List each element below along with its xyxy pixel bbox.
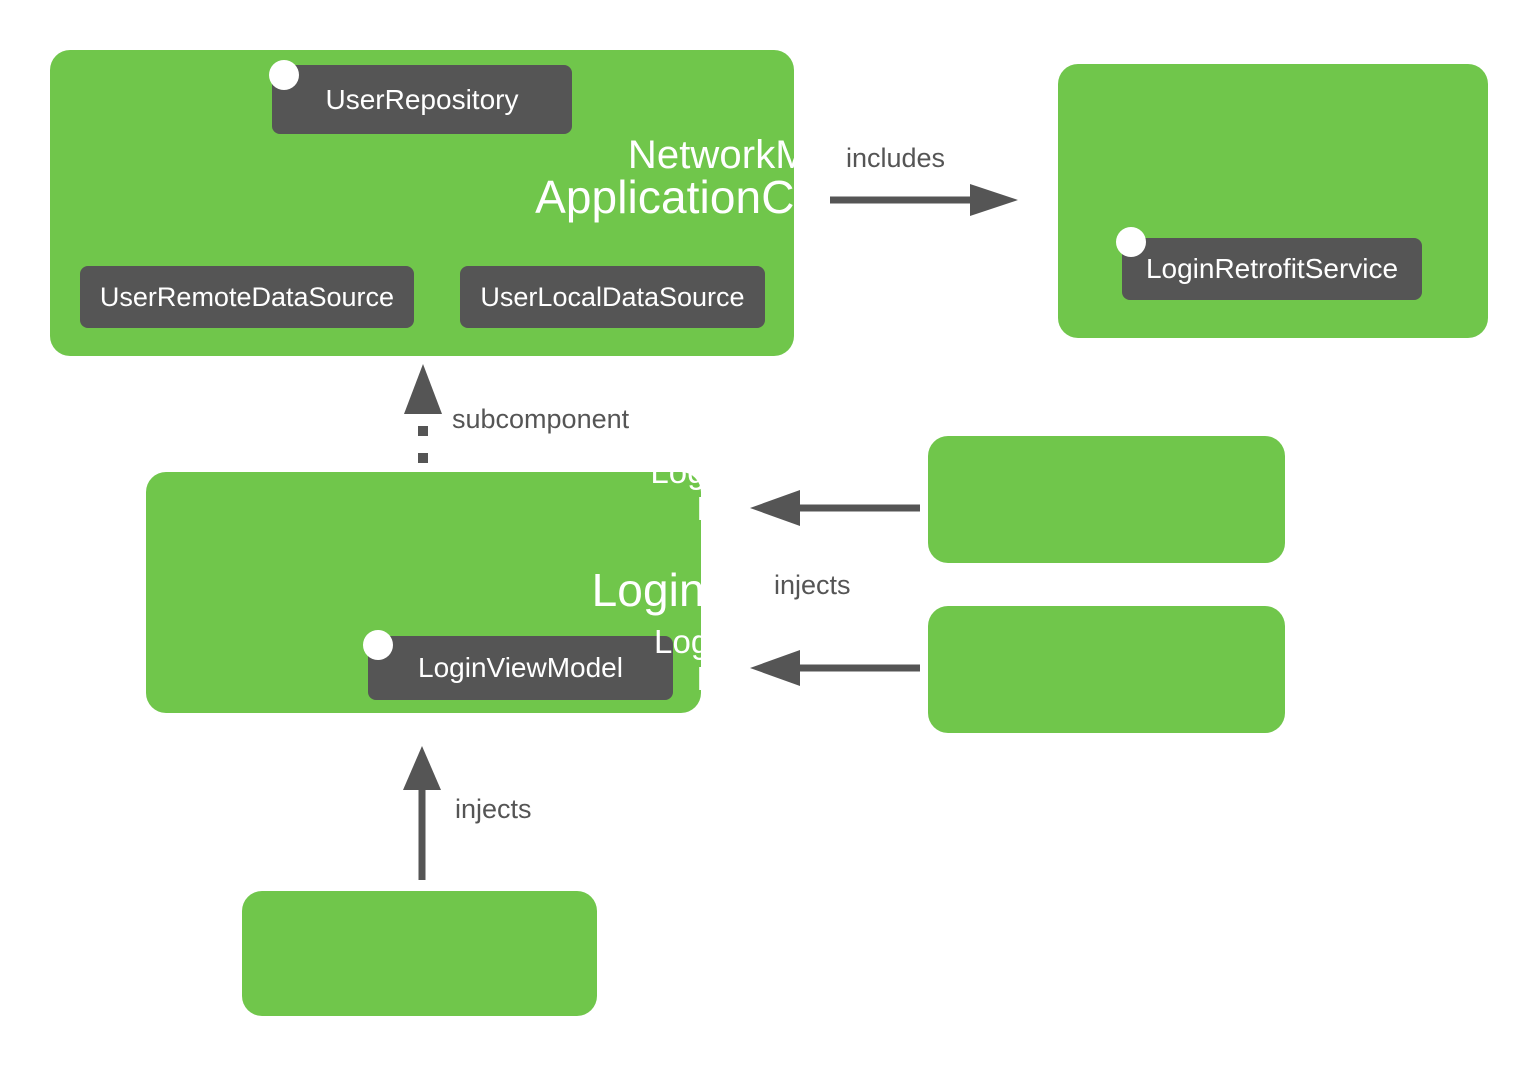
node-login-username-fragment[interactable] — [928, 436, 1285, 563]
dependency-chip-login-retrofit-service[interactable]: LoginRetrofitService — [1122, 238, 1422, 300]
edge-label-injects-fragments: injects — [774, 570, 851, 600]
dependency-chip-user-local-data-source[interactable]: UserLocalDataSource — [460, 266, 765, 328]
socket-dot-icon — [1116, 227, 1146, 257]
network-module-label: NetworkModule — [627, 133, 908, 177]
login-password-fragment-label: LoginPassword Fragment — [654, 623, 881, 697]
login-component-label: LoginComponent — [591, 564, 944, 616]
node-login-password-fragment[interactable] — [928, 606, 1285, 733]
socket-dot-icon — [269, 60, 299, 90]
edge-arrow-injects-password — [750, 650, 920, 686]
edge-label-injects-activity: injects — [455, 794, 532, 824]
edge-arrow-injects-username — [750, 490, 920, 526]
dependency-chip-user-remote-data-source[interactable]: UserRemoteDataSource — [80, 266, 414, 328]
edge-label-includes: includes — [846, 143, 946, 173]
socket-dot-icon — [363, 630, 393, 660]
edge-label-subcomponent: subcomponent — [452, 404, 630, 434]
node-login-activity[interactable] — [242, 891, 597, 1016]
dependency-chip-login-view-model[interactable]: LoginViewModel — [368, 636, 673, 700]
edge-arrow-injects-activity — [403, 746, 441, 880]
edge-arrow-subcomponent — [404, 364, 442, 463]
login-activity-label: Login Activity — [714, 908, 821, 982]
edge-arrow-includes — [830, 184, 1018, 216]
dependency-chip-user-repository[interactable]: UserRepository — [272, 65, 572, 134]
